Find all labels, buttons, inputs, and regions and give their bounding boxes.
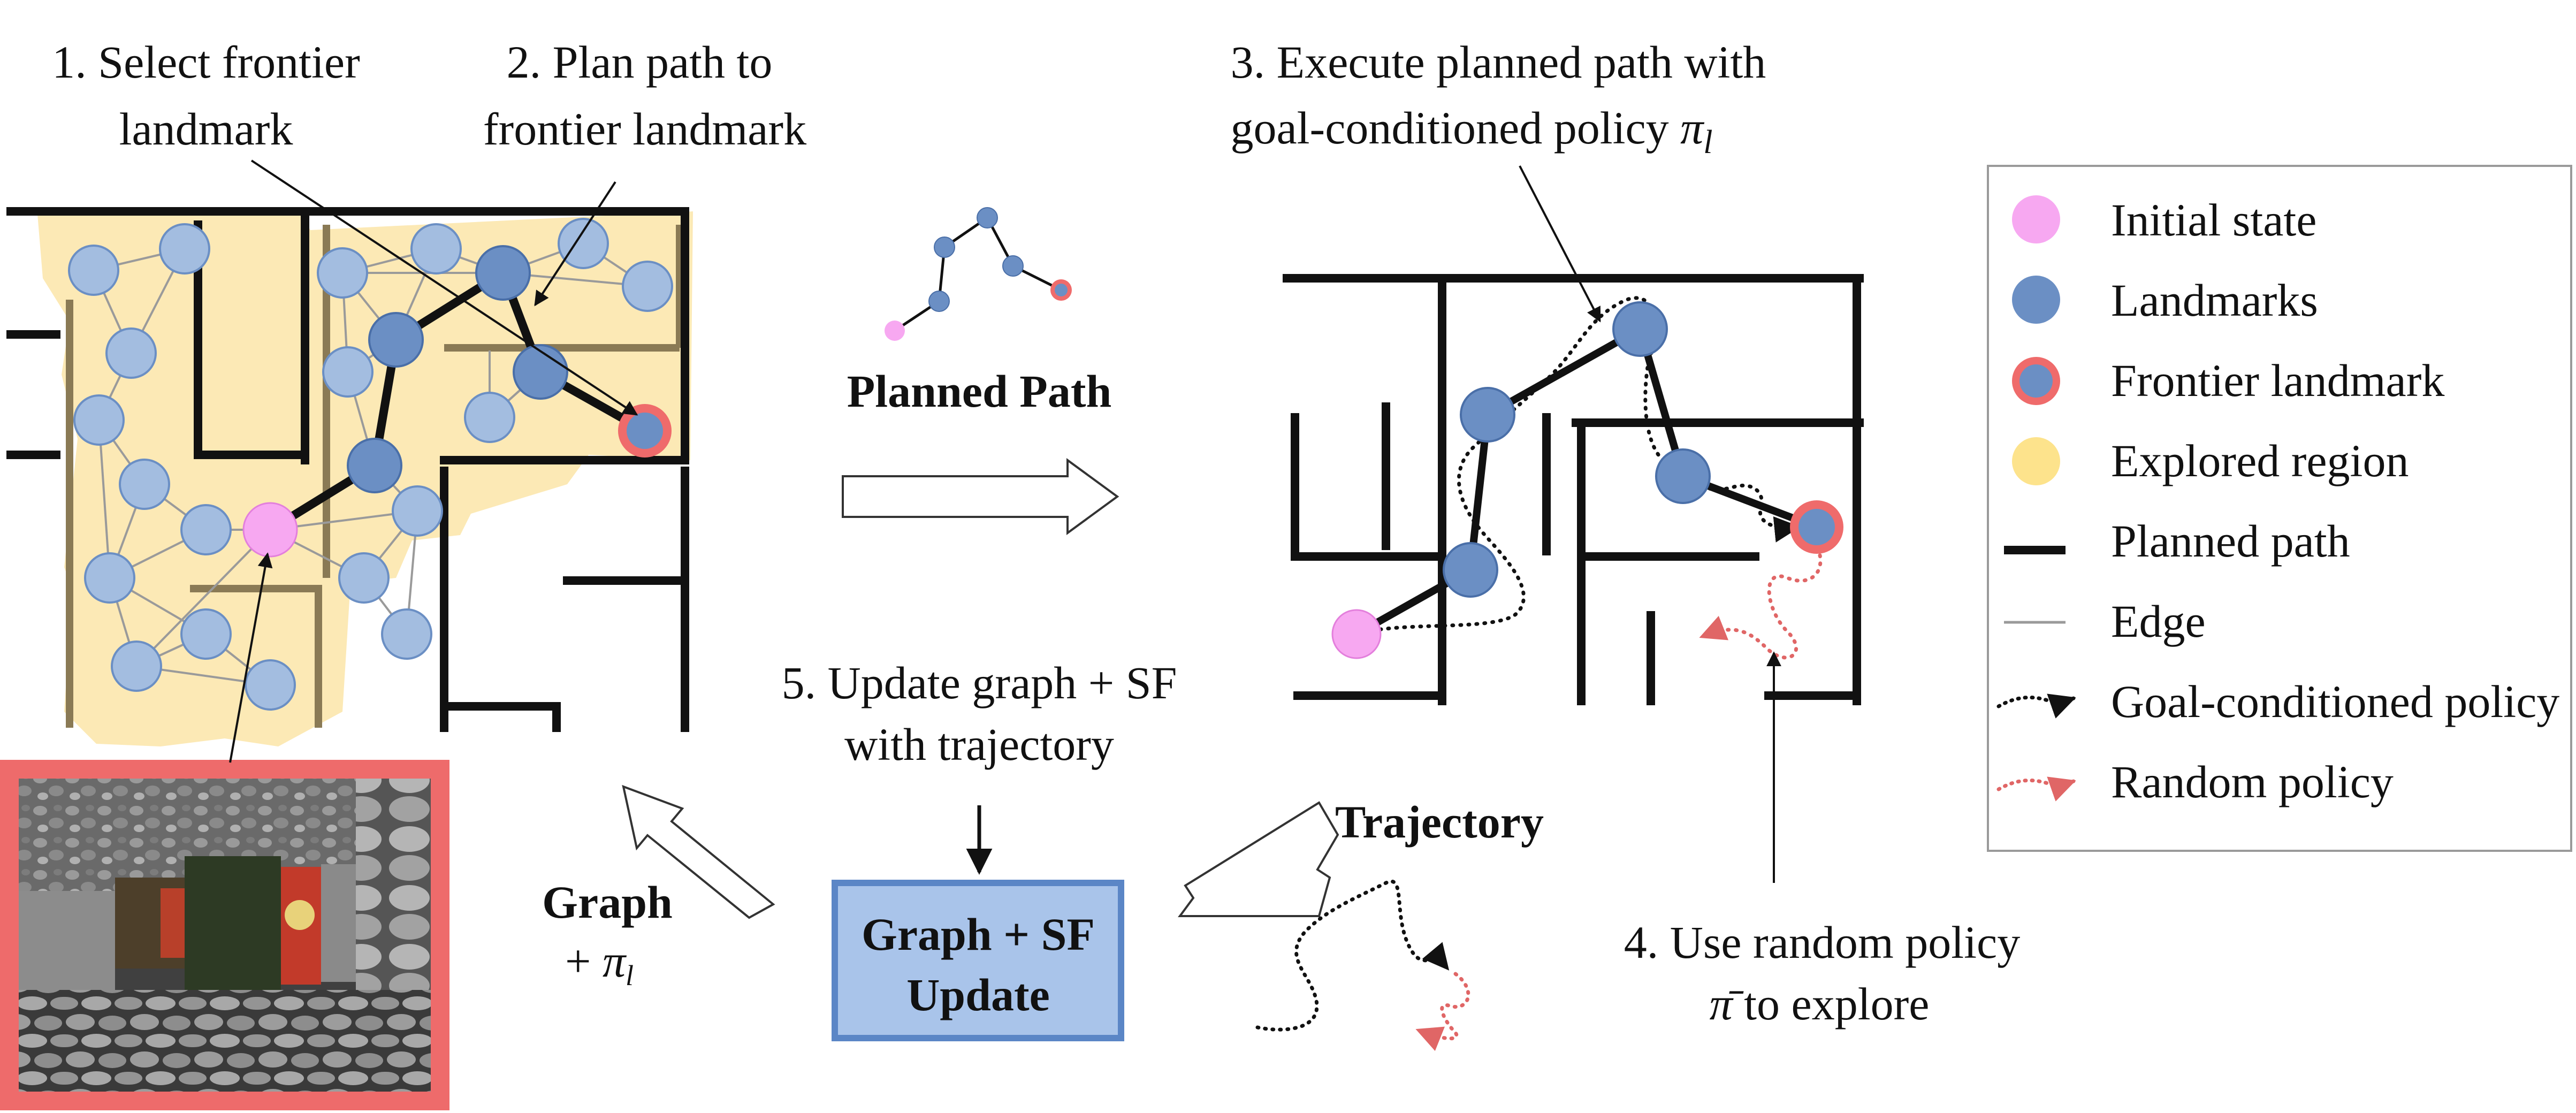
agent-view-image xyxy=(0,760,449,1110)
svg-text:frontier landmark: frontier landmark xyxy=(483,103,806,155)
hollow-arrow-right xyxy=(842,458,1119,535)
step-1-label: 1. Select frontier landmark xyxy=(52,36,360,155)
light-landmarks xyxy=(68,218,673,711)
legend-label: Explored region xyxy=(2111,435,2409,486)
red-ring-circle-icon xyxy=(2012,357,2060,405)
planned-path-mini xyxy=(885,207,1072,341)
graph-sf-update-box: Graph + SF Update xyxy=(832,880,1124,1041)
svg-text:π̄ to explore: π̄ to explore xyxy=(1710,978,1930,1030)
explored-maze-graph xyxy=(6,207,693,746)
legend-label: Frontier landmark xyxy=(2111,355,2444,406)
svg-text:5. Update graph + SF: 5. Update graph + SF xyxy=(782,657,1177,708)
legend-icons xyxy=(1996,195,2076,802)
blue-circle-icon xyxy=(2012,276,2060,324)
dotted-red-arrow-icon xyxy=(1996,776,2076,802)
execution-maze xyxy=(1283,274,1864,705)
frontier-landmark-right xyxy=(1790,500,1843,554)
path-landmarks-right xyxy=(1443,301,1711,598)
step-3-label: 3. Execute planned path with goal-condit… xyxy=(1230,36,1766,161)
svg-text:4. Use random policy: 4. Use random policy xyxy=(1624,917,2020,968)
path-landmarks-left xyxy=(347,245,568,493)
initial-state-right xyxy=(1331,609,1382,659)
planned-path-title: Planned Path xyxy=(847,365,1112,417)
legend-label: Goal-conditioned policy xyxy=(2111,676,2559,727)
graph-output-label: Graph + πl xyxy=(542,876,673,992)
legend-labels: Initial state Landmarks Frontier landmar… xyxy=(2111,194,2559,807)
svg-text:Update: Update xyxy=(906,969,1050,1020)
execution-maze-walls xyxy=(1283,274,1864,705)
trajectory-title: Trajectory xyxy=(1335,796,1544,848)
legend-label: Random policy xyxy=(2111,756,2394,807)
legend-label: Initial state xyxy=(2111,194,2316,246)
trajectory-mini xyxy=(1255,879,1470,1051)
legend-label: Landmarks xyxy=(2111,275,2318,326)
svg-text:Graph + SF: Graph + SF xyxy=(862,909,1095,960)
svg-text:landmark: landmark xyxy=(119,103,293,155)
svg-text:with trajectory: with trajectory xyxy=(844,719,1114,770)
hollow-arrow-to-update xyxy=(1178,801,1339,917)
maze-walls xyxy=(6,207,689,732)
svg-text:2. Plan path to: 2. Plan path to xyxy=(507,36,773,88)
svg-text:goal-conditioned policy πl: goal-conditioned policy πl xyxy=(1230,102,1712,161)
legend-label: Planned path xyxy=(2111,515,2350,567)
random-policy-trajectory xyxy=(1699,538,1823,660)
step-4-label: 4. Use random policy π̄ to explore xyxy=(1624,917,2020,1030)
legend-label: Edge xyxy=(2111,596,2206,647)
maze-walls-shadow xyxy=(66,225,683,728)
svg-text:+ πl: + πl xyxy=(565,935,634,992)
dotted-black-arrow-icon xyxy=(1996,693,2076,719)
step-2-pointer xyxy=(534,181,616,307)
pink-circle-icon xyxy=(2012,195,2060,243)
initial-state-left xyxy=(242,502,298,558)
svg-text:3. Execute planned path with: 3. Execute planned path with xyxy=(1231,36,1766,88)
step-2-label: 2. Plan path to frontier landmark xyxy=(483,36,806,155)
legend-box xyxy=(1987,165,2572,852)
goal-conditioned-trajectory xyxy=(1354,296,1801,636)
planned-path-right xyxy=(1354,325,1818,638)
initial-state-pointer xyxy=(229,552,273,763)
svg-text:1. Select frontier: 1. Select frontier xyxy=(52,36,360,88)
svg-text:Graph: Graph xyxy=(542,876,673,928)
step-3-pointer xyxy=(1519,165,1601,323)
legend: Initial state Landmarks Frontier landmar… xyxy=(1987,165,2572,852)
hollow-arrow-to-graph xyxy=(622,784,775,919)
step-5-label: 5. Update graph + SF with trajectory xyxy=(782,657,1177,770)
yellow-circle-icon xyxy=(2012,437,2060,485)
step-1-pointer xyxy=(250,159,638,416)
frontier-landmark-left xyxy=(618,404,672,458)
